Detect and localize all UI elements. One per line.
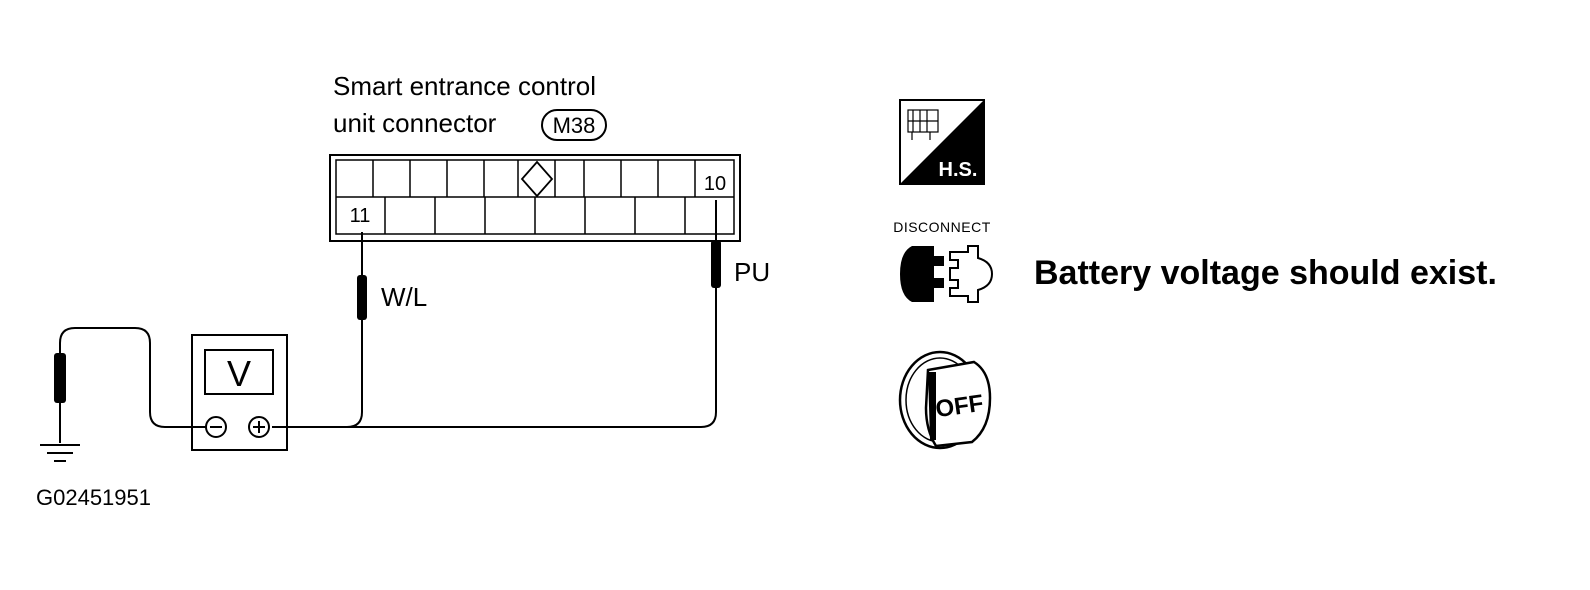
connector-key-icon xyxy=(520,160,554,198)
figure-code: G02451951 xyxy=(36,485,151,510)
disconnect-icon: DISCONNECT xyxy=(893,219,994,303)
ground-probe xyxy=(54,353,66,403)
wire-color-right: PU xyxy=(734,257,770,287)
connector-title-line2: unit connector xyxy=(333,108,497,138)
wire-color-left: W/L xyxy=(381,282,427,312)
voltmeter-label: V xyxy=(227,353,251,394)
harness-side-label: H.S. xyxy=(939,159,978,181)
lead-pu-to-plus xyxy=(272,411,717,428)
connector-id-text: M38 xyxy=(553,113,596,138)
voltmeter: V xyxy=(191,334,288,451)
harness-side-icon: H.S. xyxy=(899,99,985,185)
pin-10-label: 10 xyxy=(704,173,726,195)
connector-body: 10 11 xyxy=(329,154,741,242)
probe-pin-10 xyxy=(711,200,721,412)
connector-title-line1: Smart entrance control xyxy=(333,71,596,101)
pin-11-label: 11 xyxy=(350,205,371,227)
probe-pin-11 xyxy=(357,232,367,412)
lead-wl-to-plus xyxy=(272,411,363,428)
instruction-text: Battery voltage should exist. xyxy=(1034,254,1497,292)
ground-icon xyxy=(40,444,80,462)
disconnect-label: DISCONNECT xyxy=(893,219,991,235)
ground-lead xyxy=(59,327,206,428)
ignition-off-icon: OFF xyxy=(898,350,992,450)
ignition-off-label: OFF xyxy=(934,390,985,423)
connector-id-badge: M38 xyxy=(541,109,607,141)
